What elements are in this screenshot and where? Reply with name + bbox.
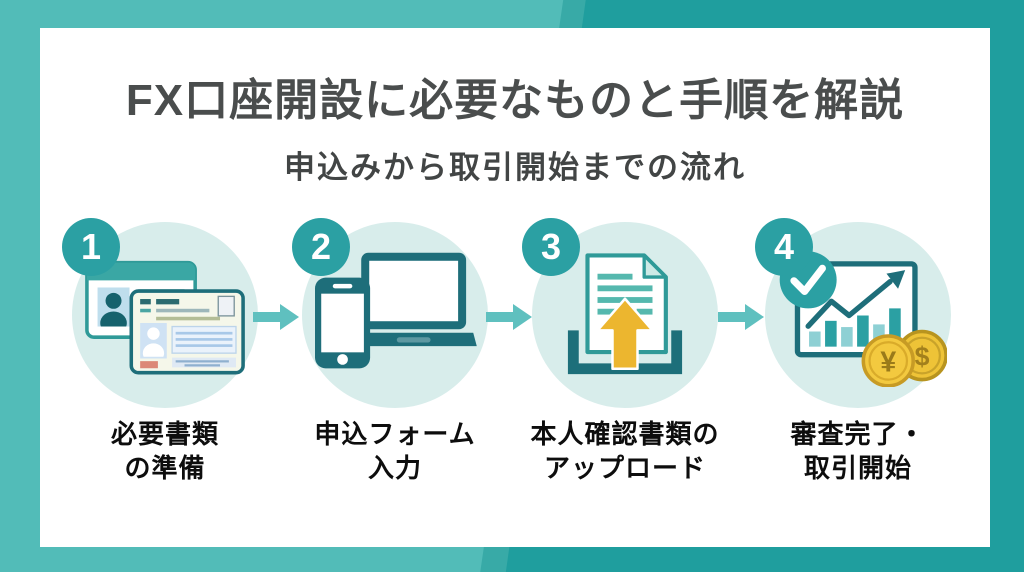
step-4-number-badge: 4 bbox=[755, 218, 813, 276]
upload-arrow-icon bbox=[596, 297, 654, 370]
step-4-label: 審査完了・ 取引開始 bbox=[790, 419, 926, 483]
page-subtitle: 申込みから取引開始までの流れ bbox=[284, 150, 746, 185]
step-1-number: 1 bbox=[80, 226, 102, 267]
step-1-number-badge: 1 bbox=[62, 218, 120, 276]
yen-symbol: ¥ bbox=[880, 346, 896, 378]
step-3: 3 本人確認書類の アップロード bbox=[510, 218, 740, 518]
page-title: FX口座開設に必要なものと手順を解説 bbox=[125, 76, 905, 125]
step-2-number-badge: 2 bbox=[292, 218, 350, 276]
person-silhouette-icon bbox=[100, 292, 127, 327]
step-2-number: 2 bbox=[310, 226, 332, 267]
step-1: 1 bbox=[50, 218, 280, 518]
dollar-symbol: $ bbox=[915, 341, 930, 371]
step-3-label: 本人確認書類の アップロード bbox=[530, 419, 720, 483]
smartphone-laptop-icon bbox=[315, 252, 477, 369]
id-card-front bbox=[129, 289, 245, 375]
step-3-number-badge: 3 bbox=[522, 218, 580, 276]
step-2: 2 bbox=[280, 218, 510, 518]
trend-arrowhead-icon bbox=[886, 269, 906, 289]
laptop-icon bbox=[348, 252, 477, 347]
smartphone-icon bbox=[315, 277, 371, 369]
arrow-right-icon bbox=[718, 304, 764, 330]
id-documents-icon bbox=[85, 260, 245, 375]
content-card: FX口座開設に必要なものと手順を解説 申込みから取引開始までの流れ 1 bbox=[40, 28, 990, 547]
person-silhouette-icon bbox=[142, 327, 165, 357]
trend-line-icon bbox=[805, 278, 893, 329]
step-1-label: 必要書類 の準備 bbox=[110, 419, 219, 483]
step-4-number: 4 bbox=[773, 226, 795, 267]
step-3-number: 3 bbox=[540, 226, 562, 267]
arrow-right-icon bbox=[253, 304, 299, 330]
yen-coin-icon: ¥ bbox=[861, 333, 915, 387]
document-upload-icon bbox=[567, 253, 683, 375]
step-4: $ ¥ 4 審査完了・ 取引開始 bbox=[743, 218, 973, 518]
step-2-label: 申込フォーム 入力 bbox=[314, 419, 476, 483]
arrow-right-icon bbox=[486, 304, 532, 330]
